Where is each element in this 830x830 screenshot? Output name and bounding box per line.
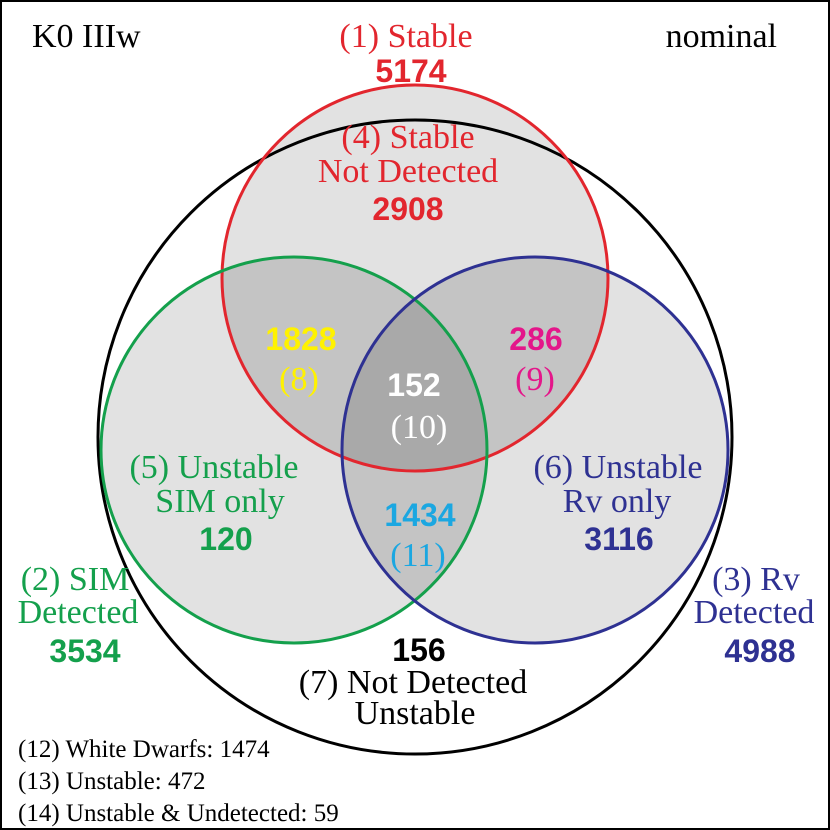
mode-label: nominal (666, 18, 777, 55)
region-2-label-line2: Detected (18, 594, 139, 631)
overlap-all-three (342, 257, 487, 471)
star-type-label: K0 IIIw (32, 18, 141, 55)
region-5-value: 120 (199, 521, 252, 557)
region-6-value: 3116 (584, 521, 653, 557)
region-4-value: 2908 (372, 191, 443, 227)
region-3-label-line1: (3) Rv (712, 561, 800, 598)
region-3-value: 4988 (724, 633, 795, 669)
region-10-label: (10) (391, 409, 448, 446)
region-6-label-line2: Rv only (563, 483, 672, 520)
region-1-value: 5174 (375, 53, 446, 89)
region-9-value: 286 (509, 321, 562, 357)
region-2-value: 3534 (49, 633, 120, 669)
sim-detected-circle (99, 255, 489, 645)
region-8-value: 1828 (265, 321, 336, 357)
region-2-label-line1: (2) SIM (21, 561, 130, 598)
footer-line-white-dwarfs: (12) White Dwarfs: 1474 (18, 736, 270, 763)
region-8-label: (8) (279, 361, 319, 398)
region-10-value: 152 (387, 367, 440, 403)
all-stars-circle (96, 118, 734, 756)
region-4-label-line1: (4) Stable (341, 119, 474, 156)
region-11-label: (11) (390, 537, 445, 574)
region-5-label-line2: SIM only (155, 483, 284, 520)
region-6-label-line1: (6) Unstable (533, 449, 702, 486)
region-7-label-line1: (7) Not Detected (299, 664, 527, 701)
footer-line-unstable: (13) Unstable: 472 (18, 768, 205, 795)
region-5-label-line1: (5) Unstable (129, 449, 298, 486)
region-11-value: 1434 (384, 497, 455, 533)
region-7-value: 156 (392, 632, 445, 668)
footer-line-unstable-undetected: (14) Unstable & Undetected: 59 (18, 800, 339, 827)
region-9-label: (9) (515, 361, 555, 398)
region-3-label-line2: Detected (694, 594, 815, 631)
region-4-label-line2: Not Detected (318, 153, 498, 190)
rv-detected-circle (340, 255, 730, 645)
stable-circle (220, 83, 610, 473)
region-1-label: (1) Stable (339, 18, 472, 55)
region-7-label-line2: Unstable (355, 695, 476, 732)
